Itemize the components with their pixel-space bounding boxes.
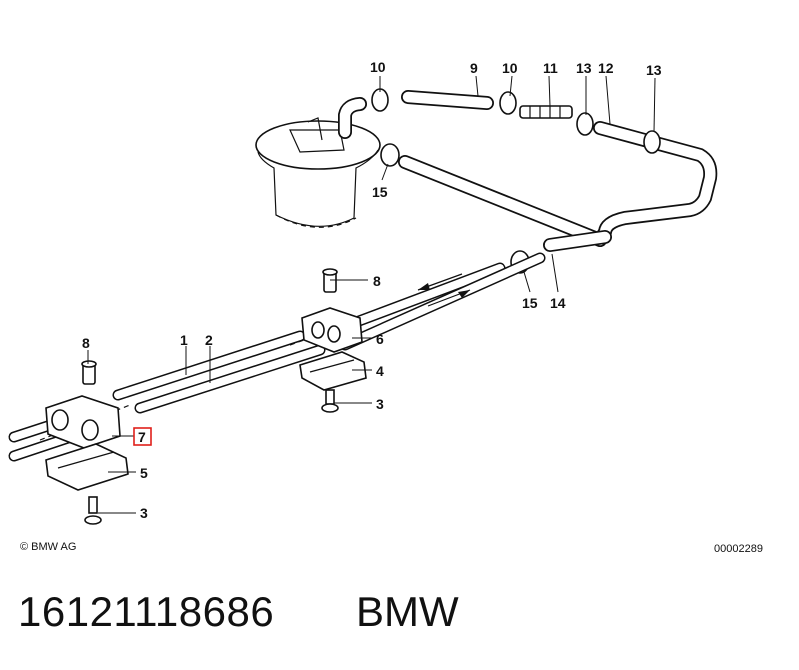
fuel-tank [255, 117, 381, 228]
flow-arrows [417, 273, 471, 307]
callout-1: 1 [180, 332, 188, 348]
callout-14: 14 [550, 295, 566, 311]
clip-6 [301, 307, 363, 353]
hose-clamps [371, 88, 661, 274]
callout-9: 9 [470, 60, 478, 76]
leader-lines [87, 75, 656, 514]
callout-8: 8 [82, 335, 90, 351]
drawing-number: 00002289 [714, 543, 763, 555]
parts-diagram: 1 2 3 3 4 5 6 7 8 8 9 10 10 11 12 13 13 … [8, 59, 718, 525]
callout-8: 8 [373, 273, 381, 289]
screws-3 [84, 389, 339, 525]
copyright-notice: © BMW AG [20, 541, 77, 553]
callout-7-highlighted: 7 [133, 427, 152, 446]
callout-7: 7 [138, 429, 146, 445]
callout-15: 15 [372, 184, 388, 200]
callout-13: 13 [646, 62, 662, 78]
callout-3: 3 [376, 396, 384, 412]
connector-11 [519, 105, 573, 119]
callout-3: 3 [140, 505, 148, 521]
callout-5: 5 [140, 465, 148, 481]
callout-10: 10 [370, 59, 386, 75]
callout-4: 4 [376, 363, 384, 379]
callout-11: 11 [543, 60, 558, 76]
part-number: 16121118686 [18, 588, 275, 635]
bracket-5 [45, 443, 129, 491]
pins-8 [81, 268, 338, 385]
callout-10: 10 [502, 60, 518, 76]
callout-13: 13 [576, 60, 592, 76]
callout-2: 2 [205, 332, 213, 348]
callout-15: 15 [522, 295, 538, 311]
bracket-4 [299, 351, 367, 391]
callout-12: 12 [598, 60, 614, 76]
callout-6: 6 [376, 331, 384, 347]
brand-name: BMW [356, 588, 459, 635]
callout-labels: 1 2 3 3 4 5 6 7 8 8 9 10 10 11 12 13 13 … [82, 59, 662, 521]
